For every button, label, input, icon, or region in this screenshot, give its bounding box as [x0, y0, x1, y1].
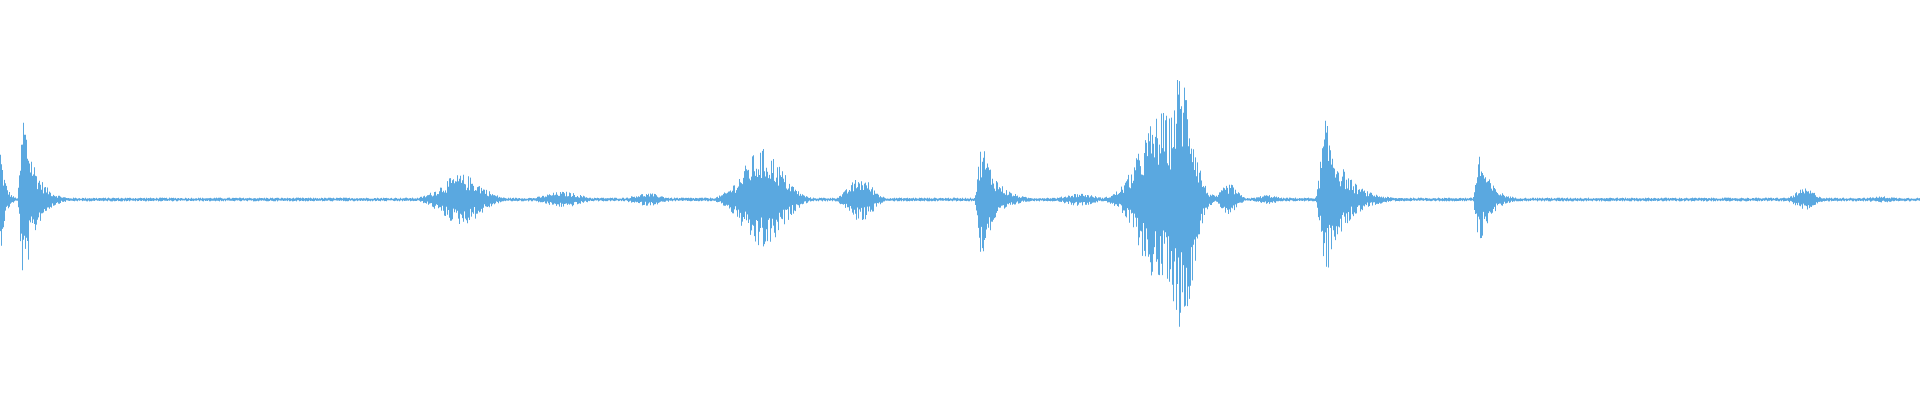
waveform-envelope	[0, 80, 1920, 327]
